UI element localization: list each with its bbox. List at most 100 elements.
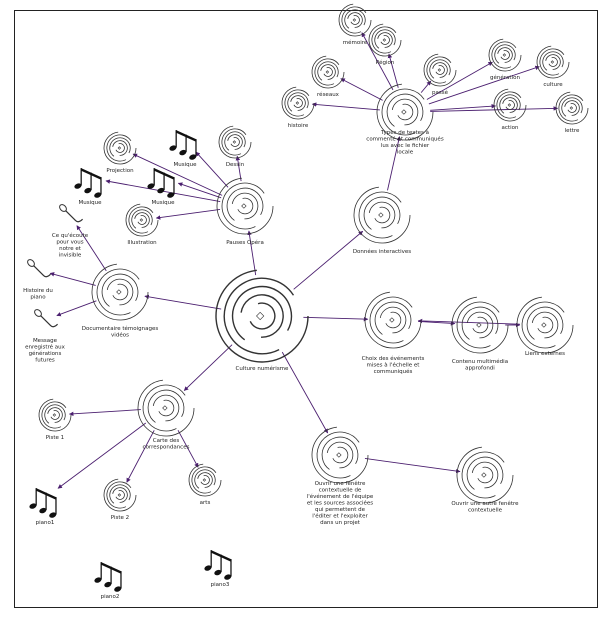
node-label: Pauses Opéra <box>226 239 264 246</box>
edge-opera-dessin <box>235 155 242 182</box>
node-illustration[interactable]: Illustration <box>125 203 159 246</box>
music-notes-icon <box>74 168 102 198</box>
node-lettre[interactable]: lettre <box>555 91 589 134</box>
node-label: piano1 <box>36 520 55 526</box>
edge-carte-arts <box>177 429 199 468</box>
spiral-icon <box>451 296 509 354</box>
edge-types-memoire <box>361 32 394 91</box>
spiral-icon <box>376 83 434 141</box>
node-label: arts <box>200 500 211 506</box>
edge-culture-carte <box>183 344 233 391</box>
microphone-icon <box>27 259 52 278</box>
node-musique2[interactable]: Musique <box>147 168 175 206</box>
spiral-icon <box>536 45 570 79</box>
edge-types-generation <box>426 61 493 100</box>
spiral-icon <box>38 398 72 432</box>
spiral-icon <box>137 379 195 437</box>
edge-culture-choixdes <box>303 316 369 322</box>
edge-liens-choixdes <box>417 318 520 325</box>
node-passe[interactable]: passé <box>423 53 457 96</box>
edge-carte-piano1 <box>57 422 147 489</box>
spiral-icon <box>215 269 309 363</box>
node-culture[interactable]: Culture numérisme <box>215 269 309 372</box>
node-memoire[interactable]: mémoire <box>338 3 372 46</box>
spiral-icon <box>311 55 345 89</box>
microphone-icon <box>59 204 84 223</box>
edge-types-region <box>387 53 399 88</box>
node-piste2[interactable]: Piste 2 <box>103 478 137 521</box>
node-label: Piste 2 <box>111 515 129 521</box>
edges-layer <box>49 32 559 489</box>
node-musique3[interactable]: Musique <box>74 168 102 206</box>
edge-opera-musique2 <box>177 182 222 199</box>
node-piste1[interactable]: Piste 1 <box>38 398 72 441</box>
spiral-icon <box>368 23 402 57</box>
node-generation[interactable]: génération <box>488 38 522 81</box>
spiral-icon <box>493 88 527 122</box>
node-liens[interactable]: Liens externes <box>516 296 574 357</box>
node-region[interactable]: Région <box>368 23 402 66</box>
node-label: piano3 <box>211 582 230 588</box>
node-piano1[interactable]: piano1 <box>29 488 57 526</box>
node-piano3[interactable]: piano3 <box>204 550 232 588</box>
music-notes-icon <box>94 562 122 592</box>
node-projection[interactable]: Projection <box>103 131 137 174</box>
edge-documentaire-ce <box>76 225 107 272</box>
node-piano2[interactable]: piano2 <box>94 562 122 600</box>
node-label: Musique <box>152 200 176 206</box>
spiral-icon <box>353 186 411 244</box>
edge-types-histoiretop <box>311 102 380 111</box>
edge-culture-ouvrir <box>281 351 329 434</box>
spiral-icon <box>91 263 149 321</box>
edge-documentaire-histoire <box>49 272 96 286</box>
node-label: lettre <box>565 128 580 134</box>
node-opera[interactable]: Pauses Opéra <box>216 177 274 246</box>
edge-types-passe <box>420 80 432 93</box>
edge-choixdes-contenu <box>418 320 456 326</box>
spiral-icon <box>516 296 574 354</box>
music-notes-icon <box>169 130 197 160</box>
node-donnees[interactable]: Données interactives <box>353 186 411 255</box>
spiral-icon <box>456 446 514 504</box>
music-notes-icon <box>29 488 57 518</box>
spiral-icon <box>103 131 137 165</box>
node-label: Illustration <box>127 240 157 246</box>
node-action[interactable]: action <box>493 88 527 131</box>
node-label: Projection <box>106 168 134 174</box>
edge-types-action <box>430 103 497 111</box>
node-dessin[interactable]: Dessin <box>218 125 252 168</box>
microphone-icon <box>34 309 59 328</box>
node-musique[interactable]: Musique <box>169 130 197 168</box>
node-label: action <box>502 125 519 131</box>
edge-opera-illustration <box>155 208 221 220</box>
edge-types-culturetop <box>428 65 540 105</box>
edge-opera-projection <box>132 153 223 196</box>
node-label: mémoire <box>343 39 368 46</box>
edge-culture-opera <box>247 230 257 276</box>
music-notes-icon <box>204 550 232 580</box>
node-arts[interactable]: arts <box>188 463 222 506</box>
spiral-icon <box>338 3 372 37</box>
edge-carte-piste1 <box>68 409 141 417</box>
node-reseaux[interactable]: réseaux <box>311 55 345 98</box>
node-culturetop[interactable]: culture <box>536 45 570 88</box>
node-histoiretop[interactable]: histoire <box>281 86 315 129</box>
spiral-icon <box>281 86 315 120</box>
